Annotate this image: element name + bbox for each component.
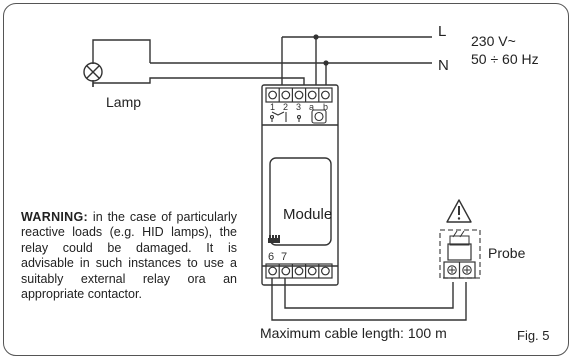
supply-frequency: 50 ÷ 60 Hz xyxy=(471,51,539,67)
supply-voltage: 230 V~ xyxy=(471,33,516,49)
module-label: Module xyxy=(283,206,333,223)
lamp-label: Lamp xyxy=(106,94,142,110)
neutral-label: N xyxy=(438,57,449,74)
warning-triangle-icon xyxy=(446,199,472,223)
probe-input-icon xyxy=(268,235,280,243)
module-label-window xyxy=(269,157,332,246)
relay-contact-symbol xyxy=(269,111,302,122)
cable-length-label: Maximum cable length: 100 m xyxy=(260,325,447,341)
terminal-number-2: 2 xyxy=(283,102,289,112)
lamp-symbol xyxy=(83,62,103,82)
probe-label: Probe xyxy=(488,245,526,261)
lamp-wire-upper xyxy=(92,39,151,63)
probe-cable xyxy=(271,278,467,321)
top-terminal-block xyxy=(265,87,333,103)
junction-dot-N xyxy=(323,60,329,66)
probe-device xyxy=(439,229,481,279)
terminal-letter-b: b xyxy=(323,102,329,112)
terminal-number-6: 6 xyxy=(268,251,275,263)
junction-dot-L xyxy=(313,34,319,40)
figure-frame xyxy=(3,3,569,356)
warning-heading: WARNING: xyxy=(21,210,88,224)
module-body xyxy=(261,84,339,286)
terminal-number-7: 7 xyxy=(281,251,288,263)
light-arrows-icon xyxy=(452,230,465,238)
line-label: L xyxy=(438,23,447,40)
warning-text: in the case of particularly reactive loa… xyxy=(21,210,237,302)
supply-terminal-symbol xyxy=(311,109,327,124)
warning-note: WARNING: in the case of particularly rea… xyxy=(21,210,237,302)
figure-caption: Fig. 5 xyxy=(517,328,550,343)
terminal-number-1: 1 xyxy=(270,102,276,112)
terminal-number-3: 3 xyxy=(296,102,302,112)
bottom-terminal-block xyxy=(265,263,333,279)
terminal-letter-a: a xyxy=(309,102,315,112)
